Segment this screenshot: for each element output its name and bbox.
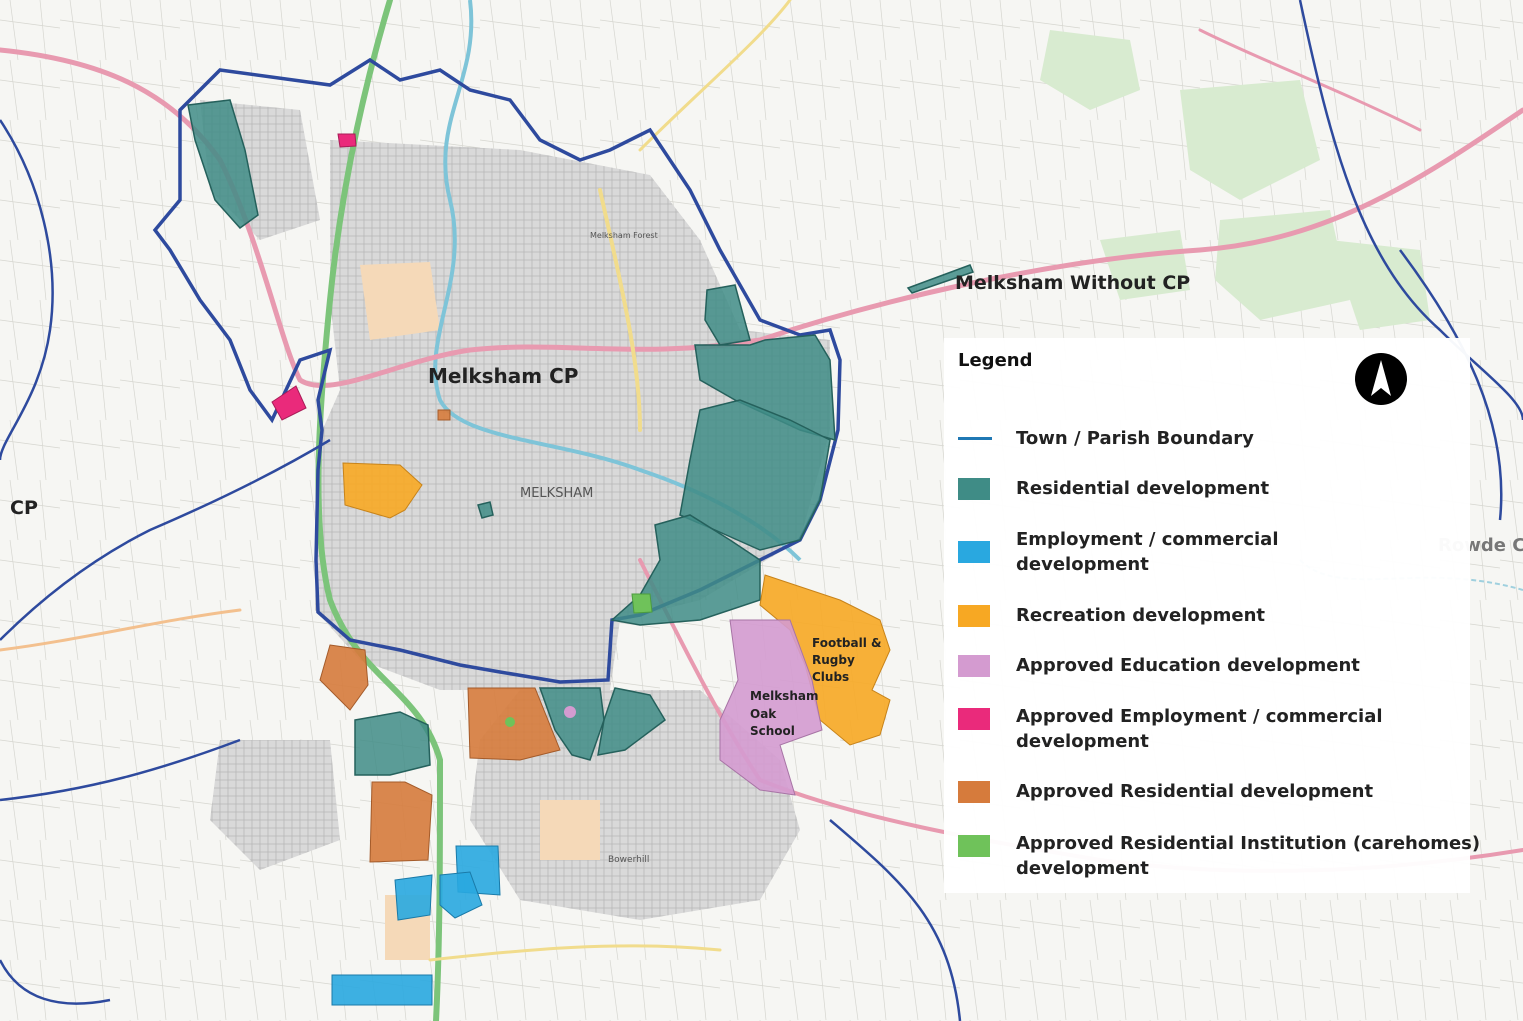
residential-site-sw [354,711,431,776]
legend-swatch-approved-residential [958,781,990,803]
label-bowerhill: Bowerhill [608,855,649,865]
approved-employment-site-b [271,385,307,421]
approved-residential-site-a [319,644,369,711]
legend-swatch-recreation [958,605,990,627]
education-point [564,706,576,718]
education-site-oak-school [719,619,823,796]
residential-development-areas [187,99,975,776]
residential-site-east-a [704,284,751,346]
employment-site-b [439,871,483,919]
recreation-site-west [342,462,423,519]
label-melksham-without-cp: Melksham Without CP [955,272,1190,294]
approved-residential-site-d [437,409,451,421]
carehome-site [631,593,653,614]
residential-site-north-strip [906,264,975,294]
residential-site-south-a [538,687,605,761]
legend-swatch-employment [958,541,990,563]
recreation-development-areas [342,462,891,746]
approved-employment-site-a [337,133,357,148]
residential-site-small [477,501,494,519]
legend-label: Approved Education development [1016,655,1360,676]
employment-site-d [331,974,433,1006]
approved-residential-point [505,717,515,727]
legend-swatch-approved-employment [958,708,990,730]
legend-label: Approved Residential development [1016,781,1374,802]
north-arrow-icon [1355,353,1407,405]
legend-label: Residential development [1016,478,1270,499]
legend-swatch-education [958,655,990,677]
legend-label: Approved Employment / commercial develop… [1016,706,1383,752]
approved-employment-areas [271,133,357,421]
map-legend: Legend Town / Parish Boundary Residentia… [944,338,1480,893]
legend-swatch-carehomes [958,835,990,857]
legend-label: Approved Residential Institution (careho… [1016,833,1481,879]
residential-site-east-c [679,399,831,551]
legend-swatch-residential [958,478,990,500]
residential-site-south-b [597,687,666,756]
label-melksham-town: MELKSHAM [520,486,593,501]
label-melksham-cp: Melksham CP [428,364,578,388]
residential-site-east-b [694,334,836,442]
approved-residential-site-c [369,781,433,863]
woodland-areas [1040,30,1430,330]
label-cp-left: CP [10,497,38,519]
legend-label: Recreation development [1016,605,1266,626]
approved-residential-areas [319,409,561,863]
legend-title: Legend [958,350,1033,371]
legend-label: Employment / commercial development [1016,529,1279,575]
legend-label: Town / Parish Boundary [1016,428,1254,449]
residential-site-nw [187,99,259,230]
employment-site-c [394,874,433,921]
legend-line-boundary [958,437,992,440]
label-melksham-forest: Melksham Forest [590,231,658,240]
employment-development-areas [331,845,501,1006]
